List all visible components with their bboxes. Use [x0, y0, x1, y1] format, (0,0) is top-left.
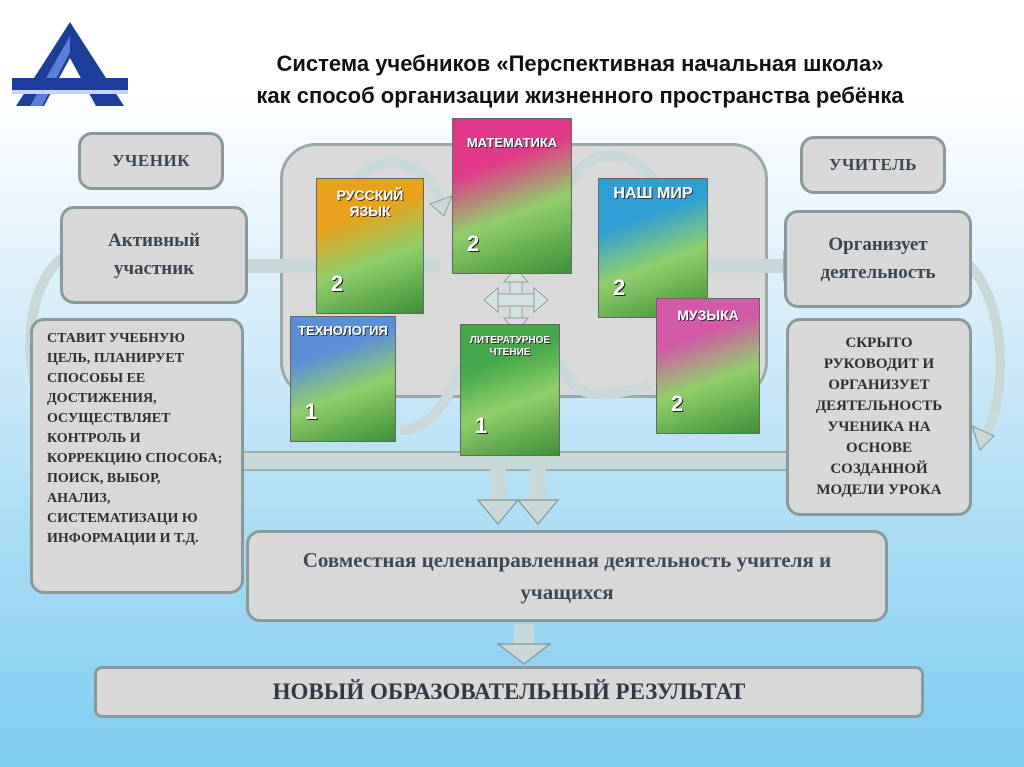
teacher-description-text: СКРЫТО РУКОВОДИТ И ОРГАНИЗУЕТ ДЕЯТЕЛЬНОС… [815, 335, 943, 498]
joint-activity-label: Совместная целенаправленная деятельность… [302, 548, 832, 604]
organizes-activity-box: Организует деятельность [784, 210, 972, 308]
title-line-2: как способ организации жизненного простр… [256, 83, 904, 108]
book-music: МУЗЫКА 2 [656, 298, 760, 434]
result-box: НОВЫЙ ОБРАЗОВАТЕЛЬНЫЙ РЕЗУЛЬТАТ [94, 666, 924, 718]
book-technology-title: ТЕХНОЛОГИЯ [298, 323, 388, 338]
result-label: НОВЫЙ ОБРАЗОВАТЕЛЬНЫЙ РЕЗУЛЬТАТ [272, 679, 746, 704]
book-math-grade: 2 [467, 231, 480, 256]
role-teacher-box: УЧИТЕЛЬ [800, 136, 946, 194]
book-russian-title: РУССКИЙ ЯЗЫК [336, 187, 404, 219]
organizes-activity-label: Организует деятельность [820, 234, 936, 283]
book-our-world-grade: 2 [613, 275, 626, 300]
student-description-box: СТАВИТ УЧЕБНУЮ ЦЕЛЬ, ПЛАНИРУЕТ СПОСОБЫ Е… [30, 318, 244, 594]
page-title: Система учебников «Перспективная начальн… [140, 48, 1020, 112]
four-way-arrow-icon [483, 267, 549, 333]
book-our-world-title: НАШ МИР [613, 185, 693, 202]
book-music-grade: 2 [671, 391, 684, 416]
book-technology: ТЕХНОЛОГИЯ 1 [290, 316, 396, 442]
book-music-title: МУЗЫКА [677, 307, 739, 323]
logo-icon [12, 22, 128, 106]
teacher-description-box: СКРЫТО РУКОВОДИТ И ОРГАНИЗУЕТ ДЕЯТЕЛЬНОС… [786, 318, 972, 516]
book-our-world: НАШ МИР 2 [598, 178, 708, 318]
book-literary-reading: ЛИТЕРАТУРНОЕ ЧТЕНИЕ 1 [460, 324, 560, 456]
book-math: МАТЕМАТИКА 2 [452, 118, 572, 274]
joint-activity-box: Совместная целенаправленная деятельность… [246, 530, 888, 622]
book-literary-reading-title: ЛИТЕРАТУРНОЕ ЧТЕНИЕ [469, 335, 551, 358]
active-participant-box: Активный участник [60, 206, 248, 304]
role-teacher-label: УЧИТЕЛЬ [828, 155, 918, 174]
title-line-1: Система учебников «Перспективная начальн… [276, 51, 884, 76]
student-description-text: СТАВИТ УЧЕБНУЮ ЦЕЛЬ, ПЛАНИРУЕТ СПОСОБЫ Е… [47, 331, 223, 546]
book-math-title: МАТЕМАТИКА [466, 135, 558, 150]
book-literary-reading-grade: 1 [475, 413, 488, 438]
book-russian-grade: 2 [331, 271, 344, 296]
book-russian: РУССКИЙ ЯЗЫК 2 [316, 178, 424, 314]
role-student-box: УЧЕНИК [78, 132, 224, 190]
book-technology-grade: 1 [305, 399, 318, 424]
active-participant-label: Активный участник [108, 230, 200, 279]
role-student-label: УЧЕНИК [111, 151, 191, 170]
